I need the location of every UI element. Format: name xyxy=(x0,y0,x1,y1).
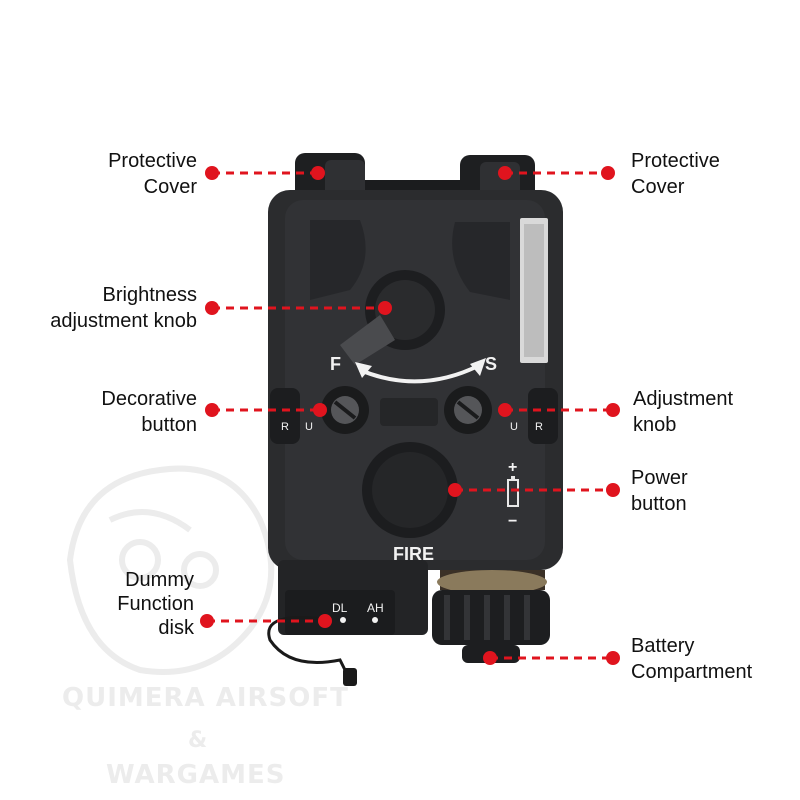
label-protective-cover-right: Protective Cover xyxy=(631,150,720,198)
label-protective-cover-left: Protective Cover xyxy=(108,150,197,198)
label-battery-compartment: Battery Compartment xyxy=(631,635,753,683)
dot-brightness-knob-a xyxy=(205,301,219,315)
dot-battery-compartment-a xyxy=(483,651,497,665)
watermark-line-2: & xyxy=(188,728,209,753)
dot-brightness-knob-b xyxy=(378,301,392,315)
dot-decorative-button-a xyxy=(205,403,219,417)
dot-power-button-b xyxy=(606,483,620,497)
watermark-skull xyxy=(66,465,275,675)
label-decorative-button: Decorative button xyxy=(101,388,197,436)
dot-adjustment-knob-b xyxy=(606,403,620,417)
marking-right-u: U xyxy=(510,421,518,433)
dot-protective-cover-right-a xyxy=(498,166,512,180)
dot-power-button-a xyxy=(448,483,462,497)
label-brightness-knob: Brightness adjustment knob xyxy=(50,284,197,332)
marking-s: S xyxy=(485,354,497,374)
battery-cap xyxy=(432,590,550,645)
brightness-arc xyxy=(359,363,481,384)
dot-protective-cover-left-b xyxy=(311,166,325,180)
dot-dummy-function-disk-b xyxy=(318,614,332,628)
marking-minus: − xyxy=(508,513,517,530)
dot-battery-compartment-b xyxy=(606,651,620,665)
marking-ah: AH xyxy=(367,601,384,615)
marking-plus: + xyxy=(508,459,517,476)
dot-decorative-button-b xyxy=(313,403,327,417)
marking-fire: FIRE xyxy=(393,544,434,564)
marking-right-r: R xyxy=(535,421,543,433)
dummy-function-disk xyxy=(285,590,395,635)
watermark-line-3: WARGAMES xyxy=(106,760,286,790)
dot-protective-cover-right-b xyxy=(601,166,615,180)
lanyard xyxy=(267,616,352,681)
brightness-knob-tab xyxy=(340,315,395,365)
marking-dl: DL xyxy=(332,601,348,615)
label-adjustment-knob: Adjustment knob xyxy=(633,388,734,436)
label-power-button: Power button xyxy=(631,467,688,515)
label-dummy-function-disk: Dummy Function disk xyxy=(117,569,194,639)
marking-left-r: R xyxy=(281,421,289,433)
dot-adjustment-knob-a xyxy=(498,403,512,417)
watermark-line-1: QUIMERA AIRSOFT xyxy=(62,683,349,713)
marking-left-u: U xyxy=(305,421,313,433)
dot-dummy-function-disk-a xyxy=(200,614,214,628)
left-toggle-switch xyxy=(270,388,300,444)
device-body xyxy=(267,153,563,686)
marking-f: F xyxy=(330,354,341,374)
right-toggle-switch xyxy=(528,388,558,444)
dot-protective-cover-left-a xyxy=(205,166,219,180)
